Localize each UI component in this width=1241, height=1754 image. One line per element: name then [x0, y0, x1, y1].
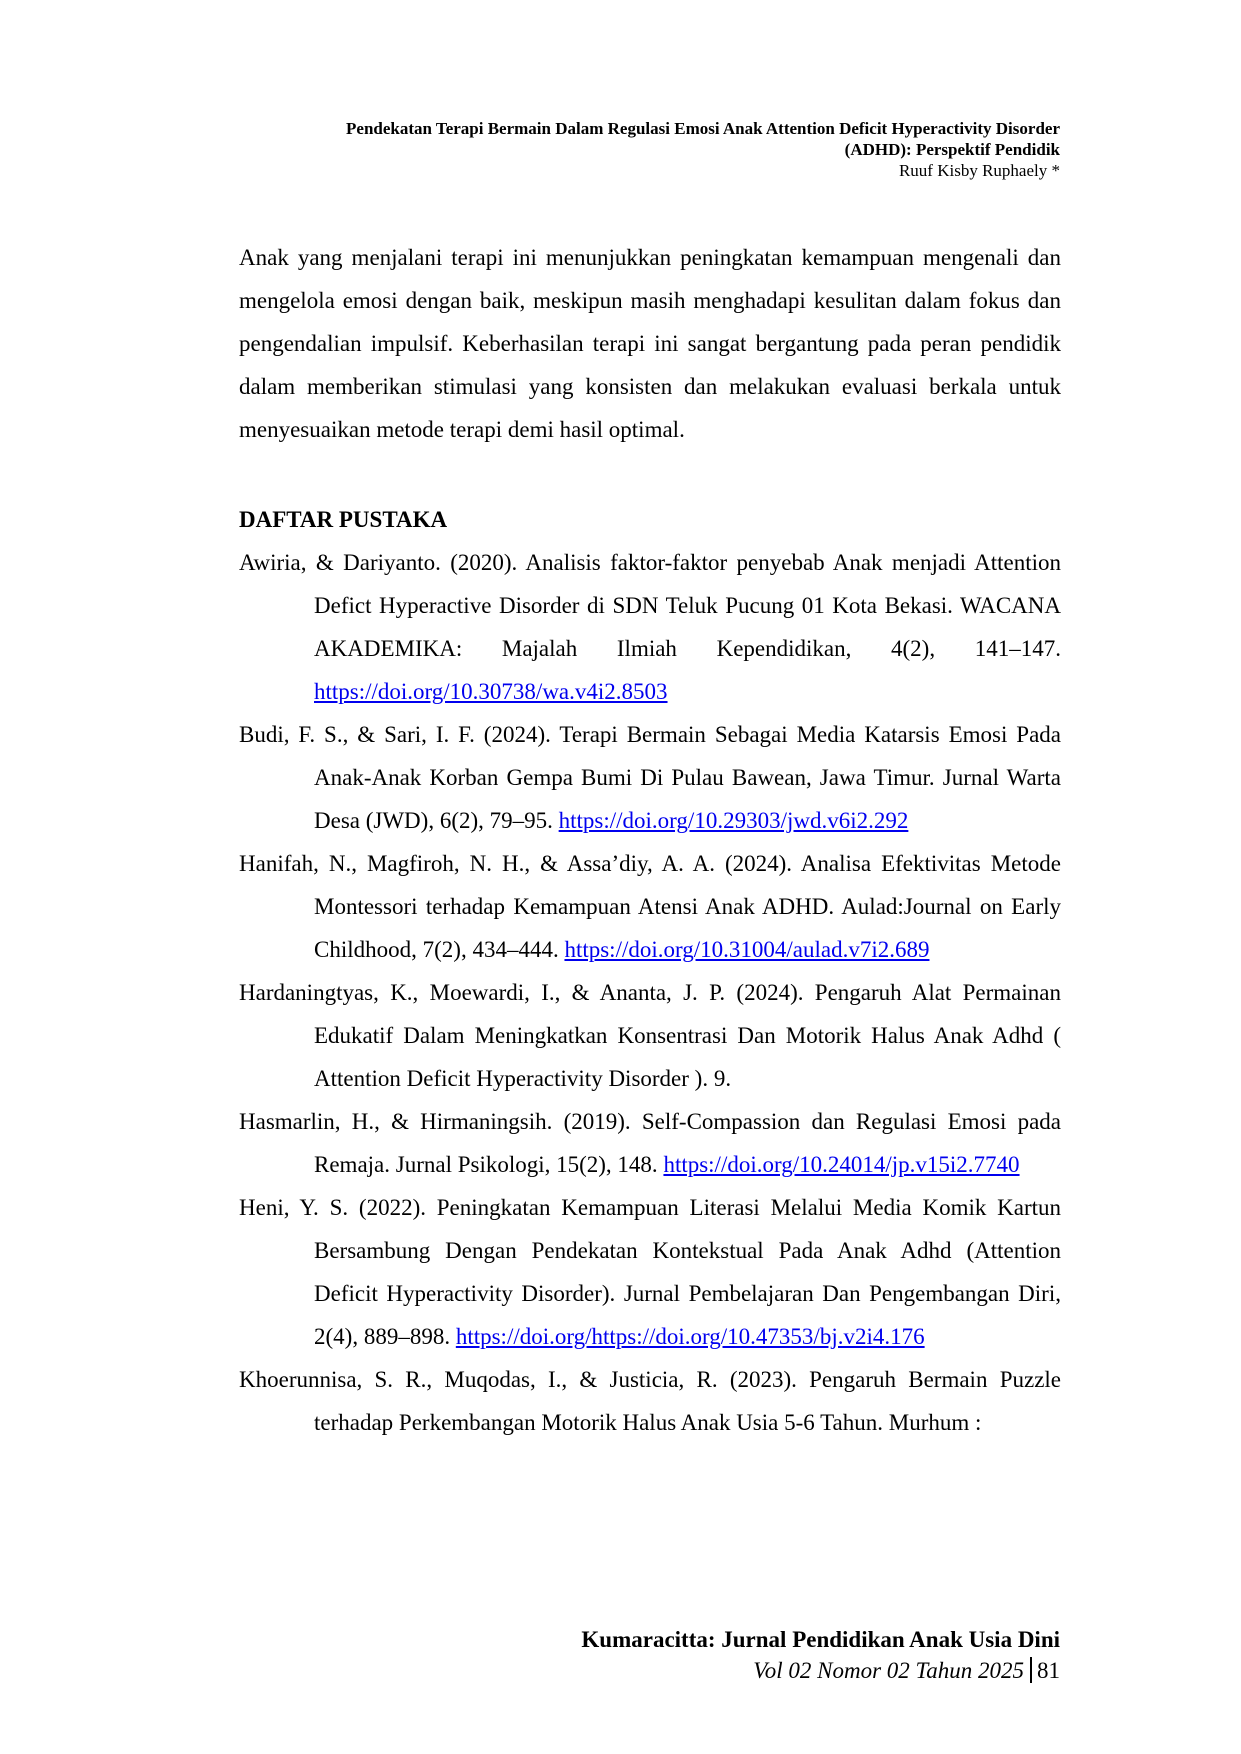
page-content: Anak yang menjalani terapi ini menunjukk…: [239, 236, 1061, 1444]
page-footer: Kumaracitta: Jurnal Pendidikan Anak Usia…: [581, 1625, 1060, 1687]
doi-link[interactable]: https://doi.org/10.31004/aulad.v7i2.689: [564, 937, 930, 962]
reference-item: Hasmarlin, H., & Hirmaningsih. (2019). S…: [239, 1109, 1061, 1177]
header-author: Ruuf Kisby Ruphaely *: [898, 161, 1060, 180]
footer-divider: [1030, 1657, 1032, 1683]
references-heading: DAFTAR PUSTAKA: [239, 507, 448, 532]
doi-link[interactable]: https://doi.org/10.30738/wa.v4i2.8503: [314, 679, 668, 704]
reference-item: Budi, F. S., & Sari, I. F. (2024). Terap…: [239, 722, 1061, 833]
running-header: Pendekatan Terapi Bermain Dalam Regulasi…: [200, 118, 1060, 181]
doi-link[interactable]: https://doi.org/10.24014/jp.v15i2.7740: [663, 1152, 1020, 1177]
reference-item: Awiria, & Dariyanto. (2020). Analisis fa…: [239, 550, 1061, 704]
reference-item: Heni, Y. S. (2022). Peningkatan Kemampua…: [239, 1195, 1061, 1349]
body-paragraph: Anak yang menjalani terapi ini menunjukk…: [239, 245, 1061, 442]
footer-journal-name: Kumaracitta: Jurnal Pendidikan Anak Usia…: [581, 1627, 1060, 1652]
header-title-line2: (ADHD): Perspektif Pendidik: [844, 140, 1060, 159]
reference-item: Hanifah, N., Magfiroh, N. H., & Assa’diy…: [239, 851, 1061, 962]
header-title-line1: Pendekatan Terapi Bermain Dalam Regulasi…: [346, 119, 1060, 138]
reference-list: Awiria, & Dariyanto. (2020). Analisis fa…: [239, 541, 1061, 1444]
reference-item: Khoerunnisa, S. R., Muqodas, I., & Justi…: [239, 1367, 1061, 1435]
doi-link[interactable]: https://doi.org/https://doi.org/10.47353…: [455, 1324, 925, 1349]
reference-item: Hardaningtyas, K., Moewardi, I., & Anant…: [239, 980, 1061, 1091]
page-number: 81: [1037, 1658, 1060, 1683]
doi-link[interactable]: https://doi.org/10.29303/jwd.v6i2.292: [558, 808, 909, 833]
